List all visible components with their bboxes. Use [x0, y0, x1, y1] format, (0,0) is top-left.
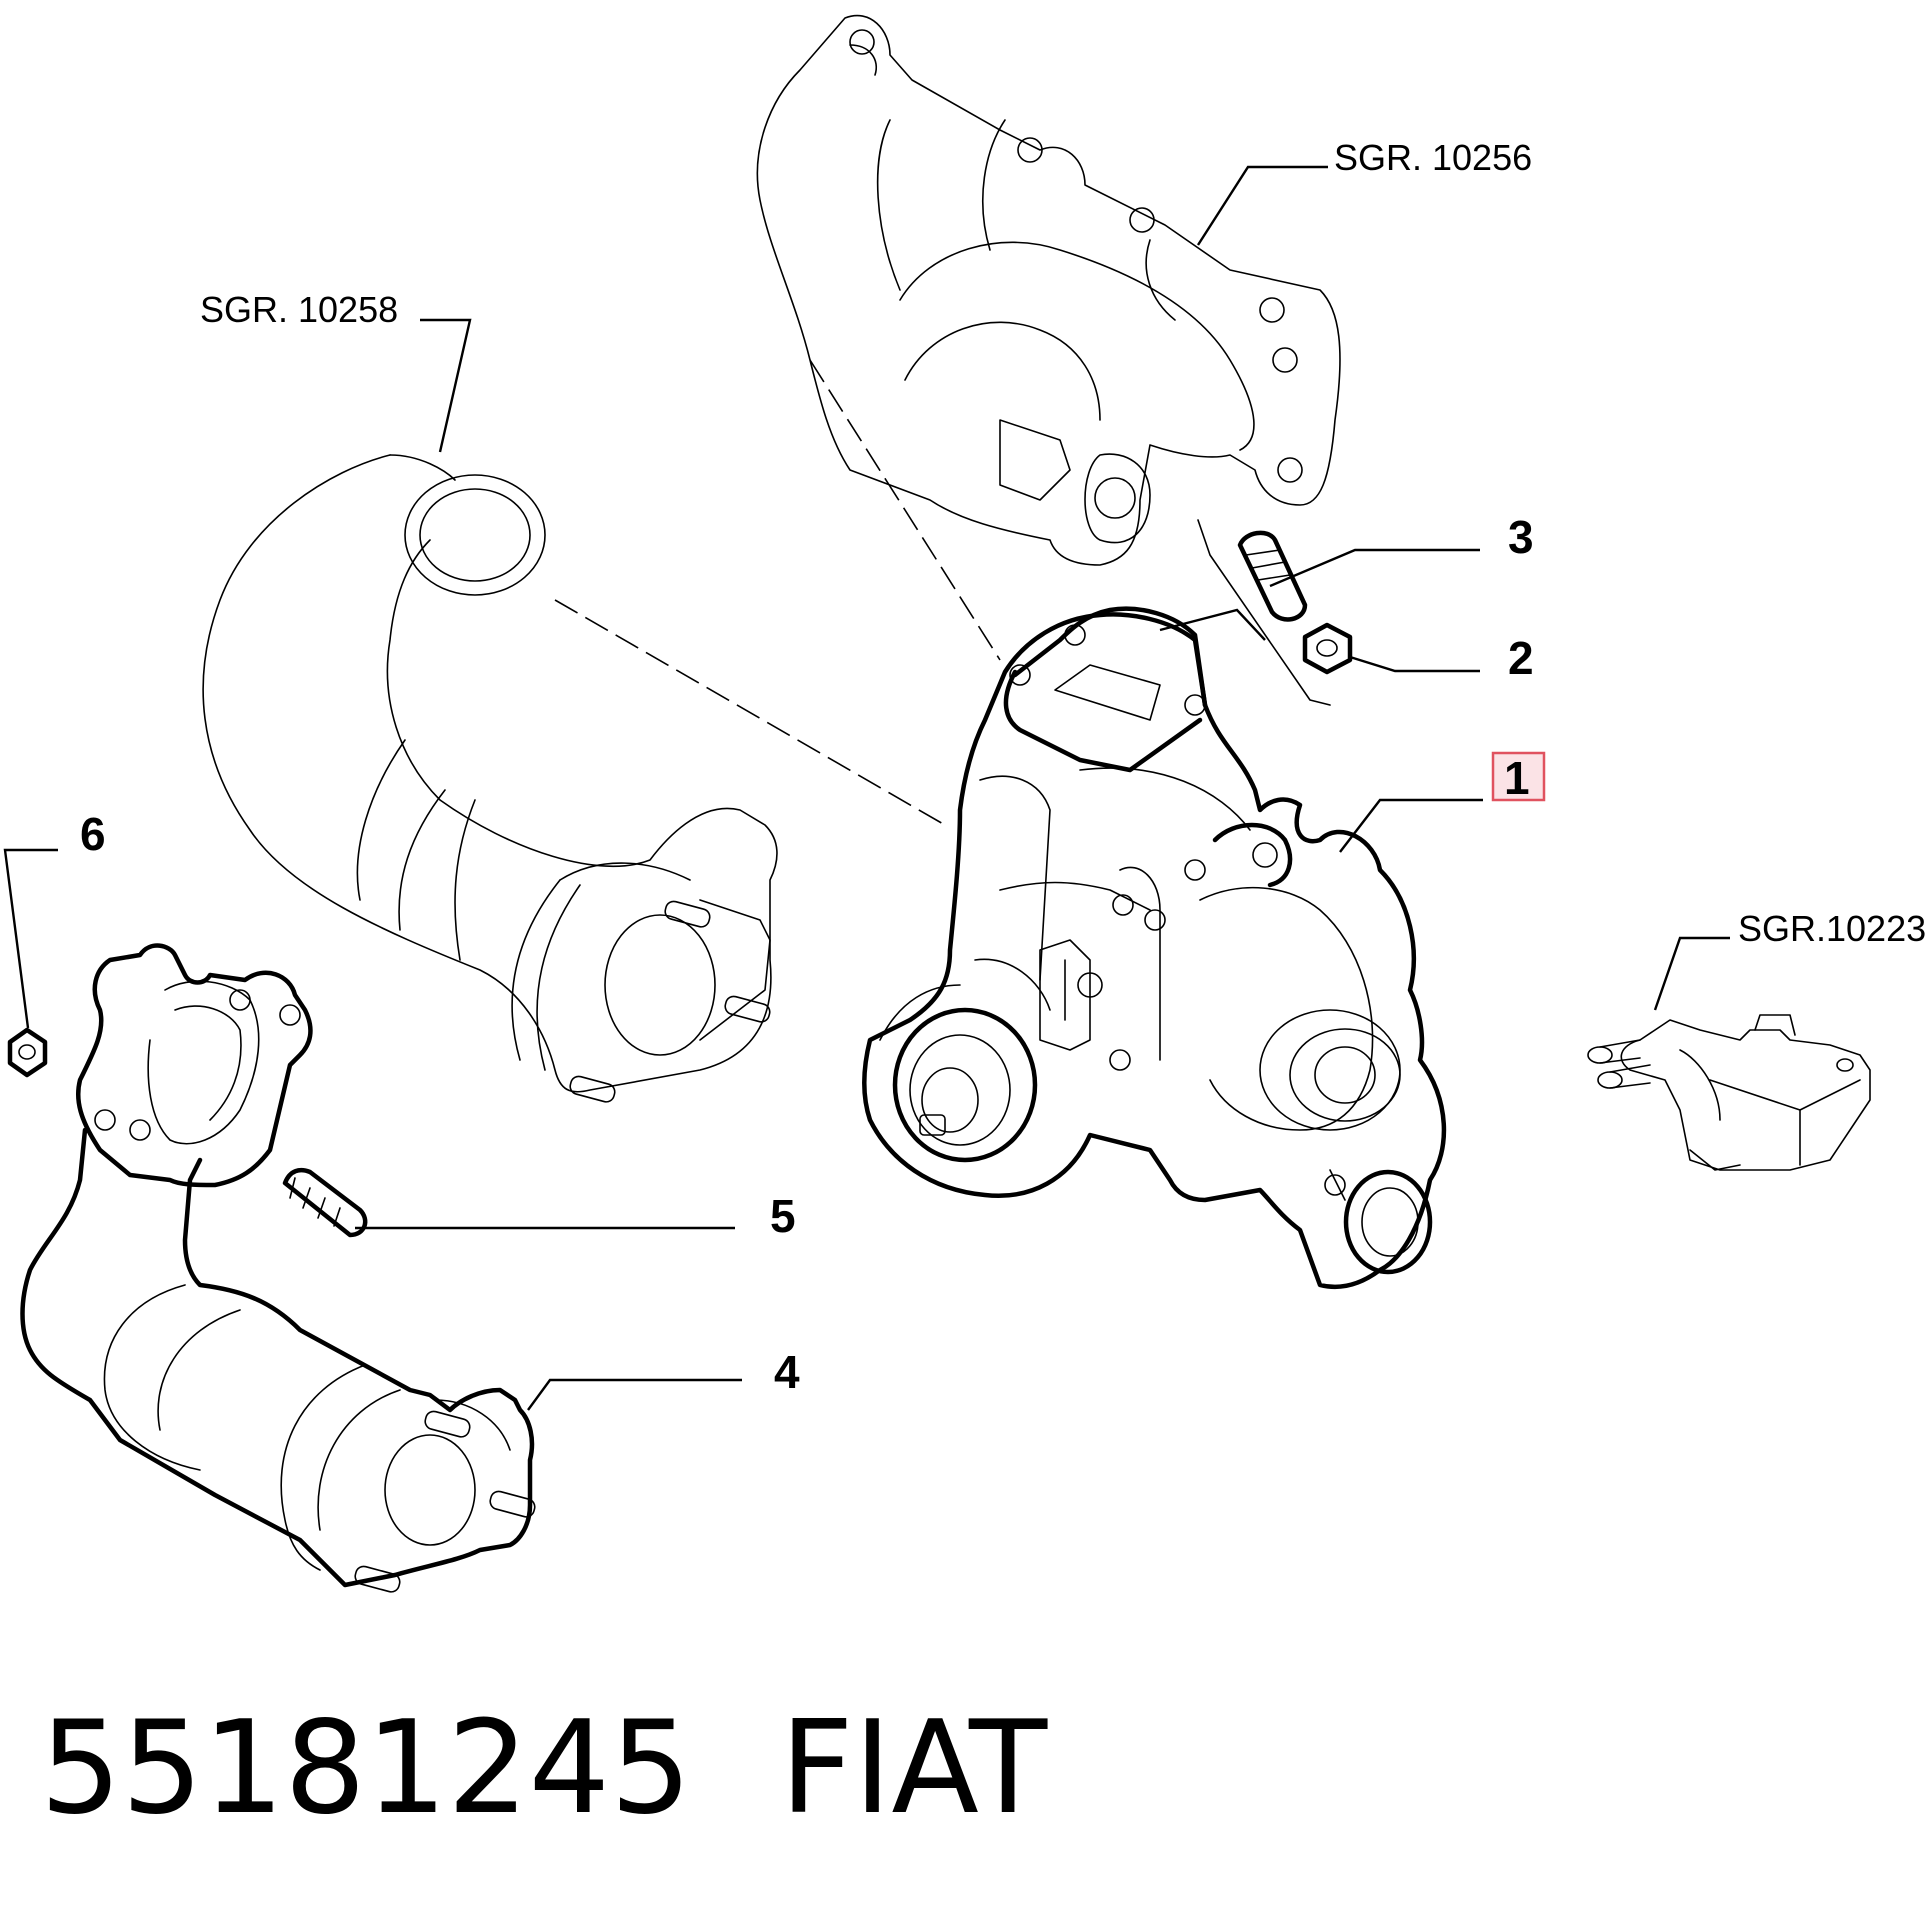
footer-brand: FIAT	[780, 1694, 1048, 1843]
leader-lines	[3, 165, 1730, 1411]
leader-3	[1269, 548, 1480, 588]
callout-1-highlight-box[interactable]	[1491, 751, 1546, 802]
solenoid-valve-part	[1587, 1014, 1871, 1171]
manifold-guide-bracket	[1159, 608, 1266, 641]
nut-part-6	[7, 1027, 48, 1078]
leader-1	[1339, 798, 1483, 853]
ref-label-exhaust-manifold: SGR. 10256	[1334, 137, 1532, 178]
leader-sgr-10256	[1196, 165, 1328, 246]
stud-part-5	[282, 1167, 368, 1238]
callout-5[interactable]: 5	[770, 1190, 796, 1242]
callout-1[interactable]: 1	[1504, 752, 1530, 804]
turbocharger-part	[861, 606, 1447, 1290]
callout-4[interactable]: 4	[774, 1346, 800, 1398]
callout-3[interactable]: 3	[1508, 511, 1534, 563]
leader-2	[1349, 655, 1480, 673]
footer-part-number: 55181245	[40, 1694, 692, 1843]
exhaust-manifold-part	[756, 14, 1341, 661]
manifold-guide-lines	[1197, 519, 1331, 706]
ref-label-downpipe: SGR. 10258	[200, 289, 398, 330]
stud-part	[1237, 530, 1308, 622]
leader-sgr-10258	[420, 318, 472, 453]
leader-sgr-10223	[1653, 936, 1730, 1011]
catalytic-converter-part	[20, 943, 536, 1593]
leader-4	[527, 1378, 742, 1411]
nut-part	[1302, 622, 1353, 675]
callout-6[interactable]: 6	[80, 808, 106, 860]
leader-6	[3, 848, 58, 1029]
downpipe-part	[202, 454, 946, 1103]
callout-2[interactable]: 2	[1508, 632, 1534, 684]
ref-label-solenoid-valve: SGR.10223	[1738, 908, 1926, 949]
